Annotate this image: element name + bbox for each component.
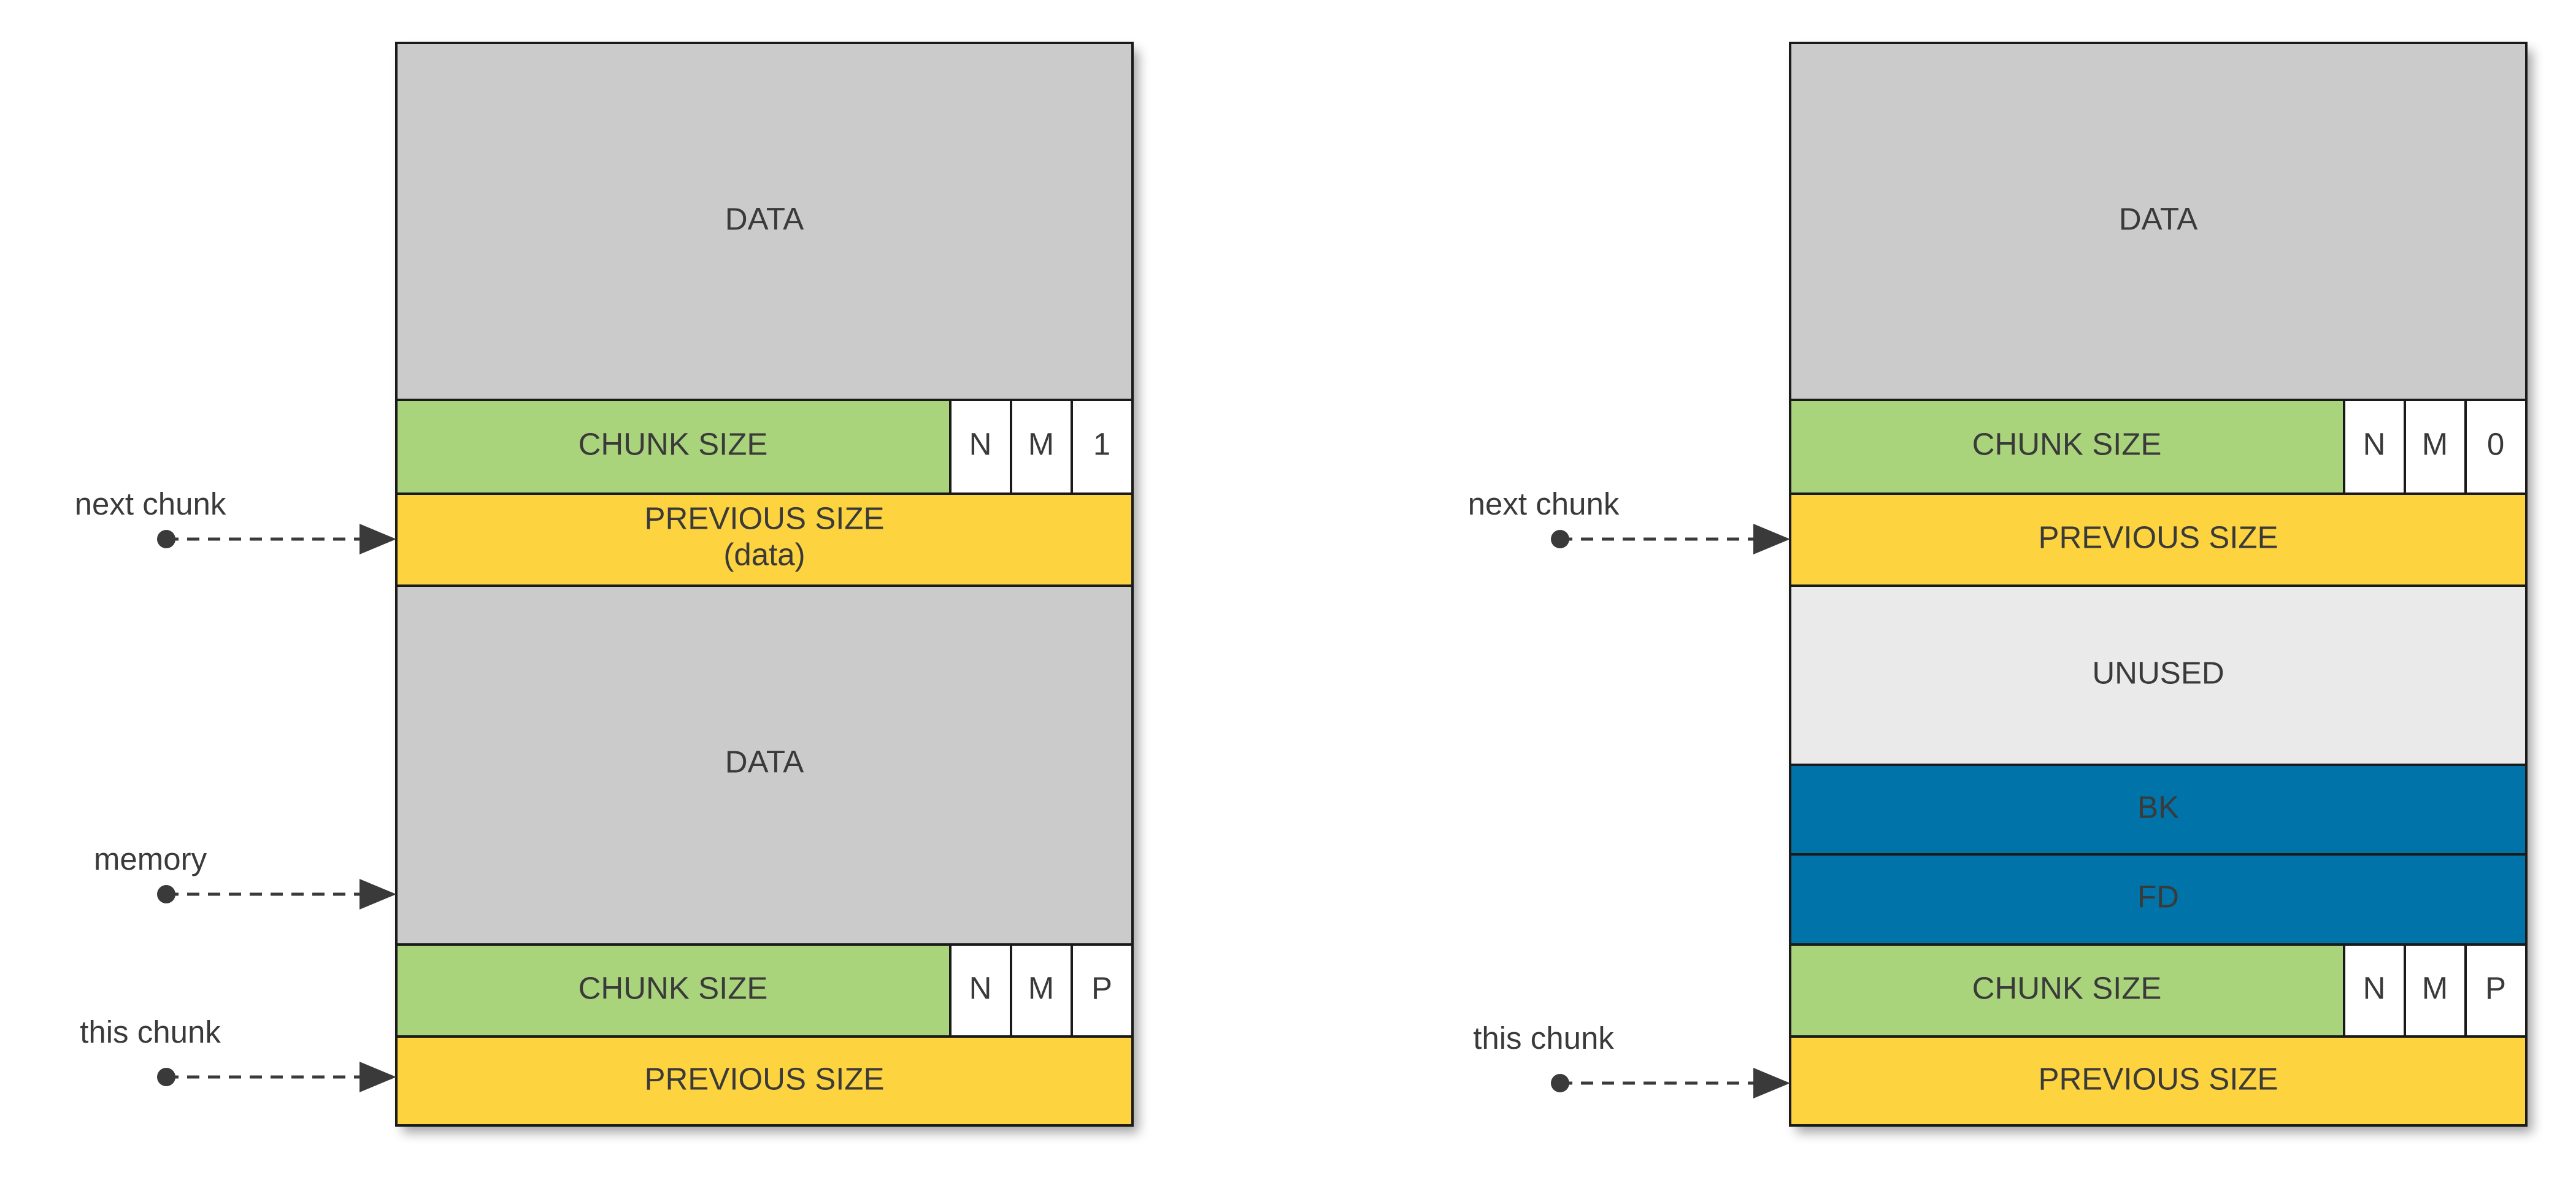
pointer-next-chunk-left: next chunk (75, 486, 396, 554)
flag-label: N (2363, 426, 2386, 461)
free-this-chunk-size-field: CHUNK SIZE (1789, 943, 2345, 1038)
flag-label: N (969, 426, 992, 461)
allocated-next-flag-m: M (1010, 399, 1073, 495)
free-fd-label: FD (2137, 879, 2179, 914)
free-this-previous-size-label: PREVIOUS SIZE (2038, 1061, 2278, 1096)
free-unused-block: UNUSED (1789, 584, 2528, 766)
allocated-this-previous-size-field: PREVIOUS SIZE (395, 1035, 1134, 1127)
flag-label: N (969, 970, 992, 1005)
allocated-user-data-block: DATA (395, 584, 1134, 946)
free-next-previous-size-field: PREVIOUS SIZE (1789, 492, 2528, 587)
free-this-flag-p: P (2464, 943, 2528, 1038)
flag-label: 0 (2487, 426, 2504, 461)
free-this-previous-size-field: PREVIOUS SIZE (1789, 1035, 2528, 1127)
pointer-memory-left: memory (94, 841, 396, 910)
allocated-top-data-block: DATA (395, 42, 1134, 401)
pointer-label-this-chunk: this chunk (80, 1014, 221, 1049)
pointer-label-next-chunk: next chunk (75, 486, 226, 521)
allocated-this-flag-p: P (1071, 943, 1134, 1038)
pointer-label-next-chunk: next chunk (1468, 486, 1620, 521)
pointer-label-memory: memory (94, 841, 207, 876)
allocated-next-previous-size-label: PREVIOUS SIZE (644, 500, 884, 535)
pointer-this-chunk-left: this chunk (80, 1014, 396, 1092)
free-fd-pointer-field: FD (1789, 853, 2528, 946)
allocated-this-chunk-size-field: CHUNK SIZE (395, 943, 952, 1038)
free-this-flag-n: N (2343, 943, 2406, 1038)
flag-label: M (1028, 970, 1054, 1005)
flag-label: 1 (1093, 426, 1110, 461)
pointer-next-chunk-right: next chunk (1468, 486, 1790, 554)
allocated-next-flag-n: N (949, 399, 1012, 495)
allocated-this-chunk-size-label: CHUNK SIZE (579, 970, 768, 1005)
free-next-flag-p: 0 (2464, 399, 2528, 495)
allocated-this-flag-m: M (1010, 943, 1073, 1038)
free-top-data-block: DATA (1789, 42, 2528, 401)
allocated-next-chunk-size-label: CHUNK SIZE (579, 426, 768, 461)
flag-label: M (1028, 426, 1054, 461)
free-next-chunk-size-label: CHUNK SIZE (1972, 426, 2162, 461)
flag-label: N (2363, 970, 2386, 1005)
allocated-this-previous-size-label: PREVIOUS SIZE (644, 1061, 884, 1096)
allocated-top-data-label: DATA (725, 201, 804, 236)
free-chunk: DATA CHUNK SIZE N M 0 PREVIOUS SIZE UNUS… (1789, 42, 2528, 1127)
flag-label: P (2485, 970, 2506, 1005)
flag-label: M (2422, 970, 2448, 1005)
flag-label: P (1091, 970, 1112, 1005)
pointer-this-chunk-right: this chunk (1473, 1021, 1790, 1098)
free-top-data-label: DATA (2119, 201, 2197, 236)
free-bk-pointer-field: BK (1789, 764, 2528, 856)
flag-label: M (2422, 426, 2448, 461)
allocated-user-data-label: DATA (725, 744, 804, 779)
allocated-next-previous-size-note: (data) (723, 537, 805, 572)
allocated-next-previous-size-field: PREVIOUS SIZE (data) (395, 492, 1134, 587)
free-next-previous-size-label: PREVIOUS SIZE (2038, 519, 2278, 554)
free-this-chunk-size-label: CHUNK SIZE (1972, 970, 2162, 1005)
free-this-flag-m: M (2404, 943, 2467, 1038)
free-next-flag-m: M (2404, 399, 2467, 495)
allocated-this-flag-n: N (949, 943, 1012, 1038)
allocated-next-chunk-size-field: CHUNK SIZE (395, 399, 952, 495)
free-bk-label: BK (2137, 789, 2179, 824)
free-next-flag-n: N (2343, 399, 2406, 495)
free-next-chunk-size-field: CHUNK SIZE (1789, 399, 2345, 495)
free-unused-label: UNUSED (2092, 655, 2224, 690)
allocated-chunk: DATA CHUNK SIZE N M 1 PREVIOUS SIZE (dat… (395, 42, 1134, 1127)
pointer-label-this-chunk: this chunk (1473, 1021, 1614, 1056)
allocated-next-flag-p: 1 (1071, 399, 1134, 495)
